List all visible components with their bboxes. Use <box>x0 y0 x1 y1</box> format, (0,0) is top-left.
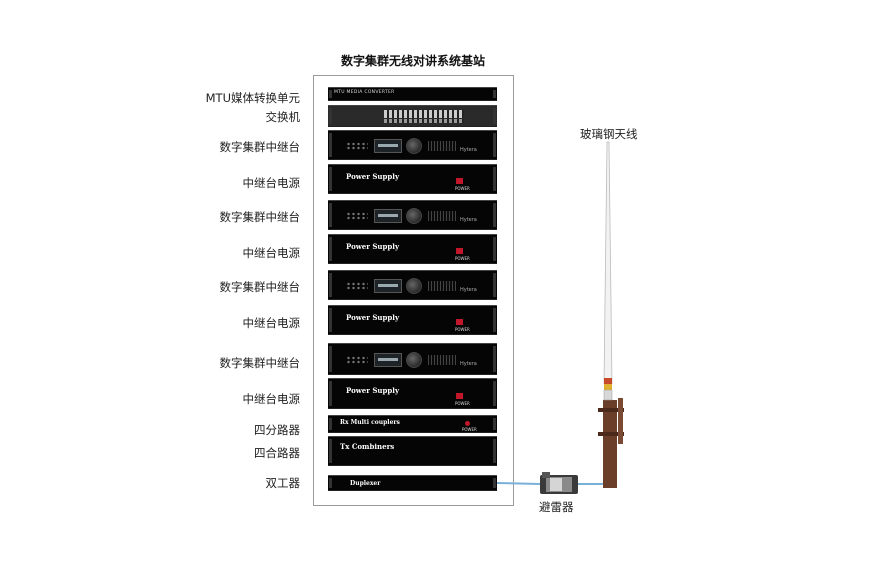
speaker-grille-icon <box>428 355 456 365</box>
power-tag: POWER <box>455 186 470 191</box>
antenna-mast-icon <box>598 398 624 488</box>
rack-unit-combiner: Tx Combiners <box>328 436 497 466</box>
display-screen-icon <box>374 209 402 223</box>
rack-unit-repeater: Hytera <box>328 130 497 160</box>
surge-arrester-icon <box>540 472 578 494</box>
unit-label: MTU媒体转换单元 <box>205 91 300 105</box>
coax-cable <box>496 482 541 485</box>
coax-cable <box>578 452 607 485</box>
power-button-icon <box>456 248 463 254</box>
rack-unit-mtu: MTU MEDIA CONVERTER <box>328 87 497 101</box>
display-screen-icon <box>374 353 402 367</box>
antenna-label: 玻璃钢天线 <box>580 127 638 141</box>
speaker-grille-icon <box>428 211 456 221</box>
brand-text: Hytera <box>460 147 477 153</box>
rack-unit-repeater: Hytera <box>328 343 497 375</box>
power-tag: POWER <box>455 401 470 406</box>
unit-text: Power Supply <box>346 242 400 251</box>
switch-ports-icon <box>384 119 464 123</box>
unit-label: 交换机 <box>265 110 301 124</box>
fiberglass-antenna-icon <box>603 141 613 401</box>
surge-arrester-label: 避雷器 <box>539 500 574 514</box>
switch-ports-icon <box>384 110 464 118</box>
display-screen-icon <box>374 139 402 153</box>
unit-text: Tx Combiners <box>340 442 395 451</box>
unit-label: 双工器 <box>265 476 301 490</box>
unit-label: 中继台电源 <box>242 176 301 190</box>
power-button-icon <box>456 393 463 399</box>
power-button-icon <box>465 421 470 426</box>
power-tag: POWER <box>455 256 470 261</box>
unit-label: 中继台电源 <box>242 246 301 260</box>
brand-text: Hytera <box>460 217 477 223</box>
rack-unit-repeater: Hytera <box>328 200 497 230</box>
speaker-grille-icon <box>428 141 456 151</box>
unit-text: Duplexer <box>350 480 381 487</box>
unit-text: Power Supply <box>346 386 400 395</box>
power-tag: POWER <box>462 427 477 432</box>
rack-unit-repeater: Hytera <box>328 270 497 300</box>
volume-knob-icon <box>406 208 422 224</box>
power-button-icon <box>456 178 463 184</box>
brand-text: Hytera <box>460 361 477 367</box>
brand-text: Hytera <box>460 287 477 293</box>
rack-unit-switch <box>328 105 497 127</box>
button-array-icon <box>346 356 368 364</box>
button-array-icon <box>346 142 368 150</box>
volume-knob-icon <box>406 138 422 154</box>
unit-label: 中继台电源 <box>242 392 301 406</box>
diagram-title: 数字集群无线对讲系统基站 <box>340 54 485 68</box>
volume-knob-icon <box>406 278 422 294</box>
unit-text: Power Supply <box>346 313 400 322</box>
unit-label: 数字集群中继台 <box>219 210 301 224</box>
unit-label: 四合路器 <box>254 446 300 460</box>
speaker-grille-icon <box>428 281 456 291</box>
button-array-icon <box>346 212 368 220</box>
unit-text: MTU MEDIA CONVERTER <box>334 90 395 95</box>
unit-label: 数字集群中继台 <box>219 280 301 294</box>
unit-label: 四分路器 <box>254 423 300 437</box>
display-screen-icon <box>374 279 402 293</box>
button-array-icon <box>346 282 368 290</box>
unit-label: 数字集群中继台 <box>219 356 301 370</box>
unit-text: Power Supply <box>346 172 400 181</box>
unit-text: Rx Multi couplers <box>340 419 400 426</box>
power-button-icon <box>456 319 463 325</box>
power-tag: POWER <box>455 327 470 332</box>
volume-knob-icon <box>406 352 422 368</box>
unit-label: 数字集群中继台 <box>219 140 301 154</box>
unit-label: 中继台电源 <box>242 316 301 330</box>
rack-unit-duplexer: Duplexer <box>328 475 497 491</box>
